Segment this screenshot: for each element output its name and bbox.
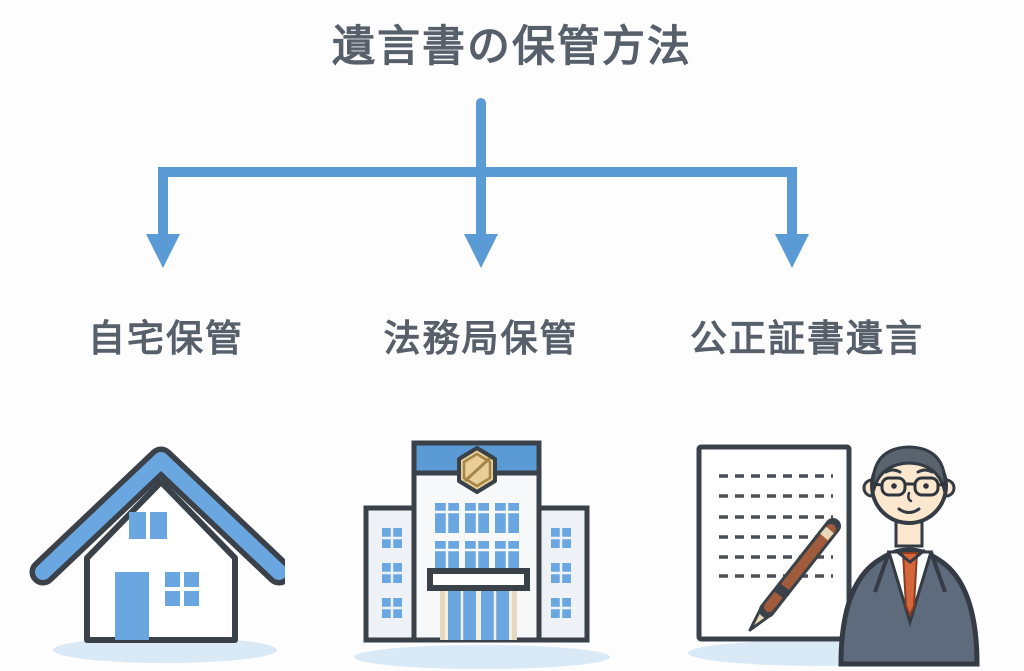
entrance-doors	[445, 589, 512, 640]
arrow-down-icon	[464, 234, 498, 268]
four-pane-window	[165, 572, 199, 606]
entrance-pillar	[440, 587, 445, 640]
connector-branch-line	[158, 167, 797, 240]
lapels	[873, 551, 947, 593]
eyebrows	[884, 468, 934, 474]
entrance-pillar	[512, 587, 517, 640]
wing-windows	[382, 528, 571, 618]
branch-label-home: 自宅保管	[88, 317, 244, 360]
glasses-icon	[872, 476, 948, 497]
tie	[894, 548, 926, 618]
nose	[907, 491, 913, 503]
arrow-down-icon	[146, 234, 180, 268]
ground-shadow	[354, 645, 610, 669]
document-text-lines	[719, 474, 833, 578]
upper-window-pane	[150, 512, 167, 539]
hair	[871, 445, 947, 494]
fountain-pen-icon	[748, 518, 841, 632]
smile	[897, 507, 921, 514]
arrow-down-icon	[775, 234, 809, 268]
door	[115, 572, 149, 640]
eye	[891, 483, 897, 489]
branch-label-legal-affairs-bureau: 法務局保管	[383, 317, 579, 360]
emblem	[457, 446, 497, 494]
ground-shadow	[53, 637, 277, 663]
roof	[35, 452, 285, 580]
eye	[923, 483, 929, 489]
notary-document-icon	[688, 444, 980, 667]
entrance-awning	[427, 568, 530, 591]
notary-person	[838, 445, 980, 667]
page-title: 遺言書の保管方法	[332, 22, 692, 72]
government-building-icon	[354, 440, 610, 669]
upper-window-pane	[129, 512, 146, 539]
tower-windows	[435, 503, 519, 571]
branch-label-notarized-will: 公正証書遺言	[690, 317, 924, 360]
house-icon	[29, 446, 285, 663]
